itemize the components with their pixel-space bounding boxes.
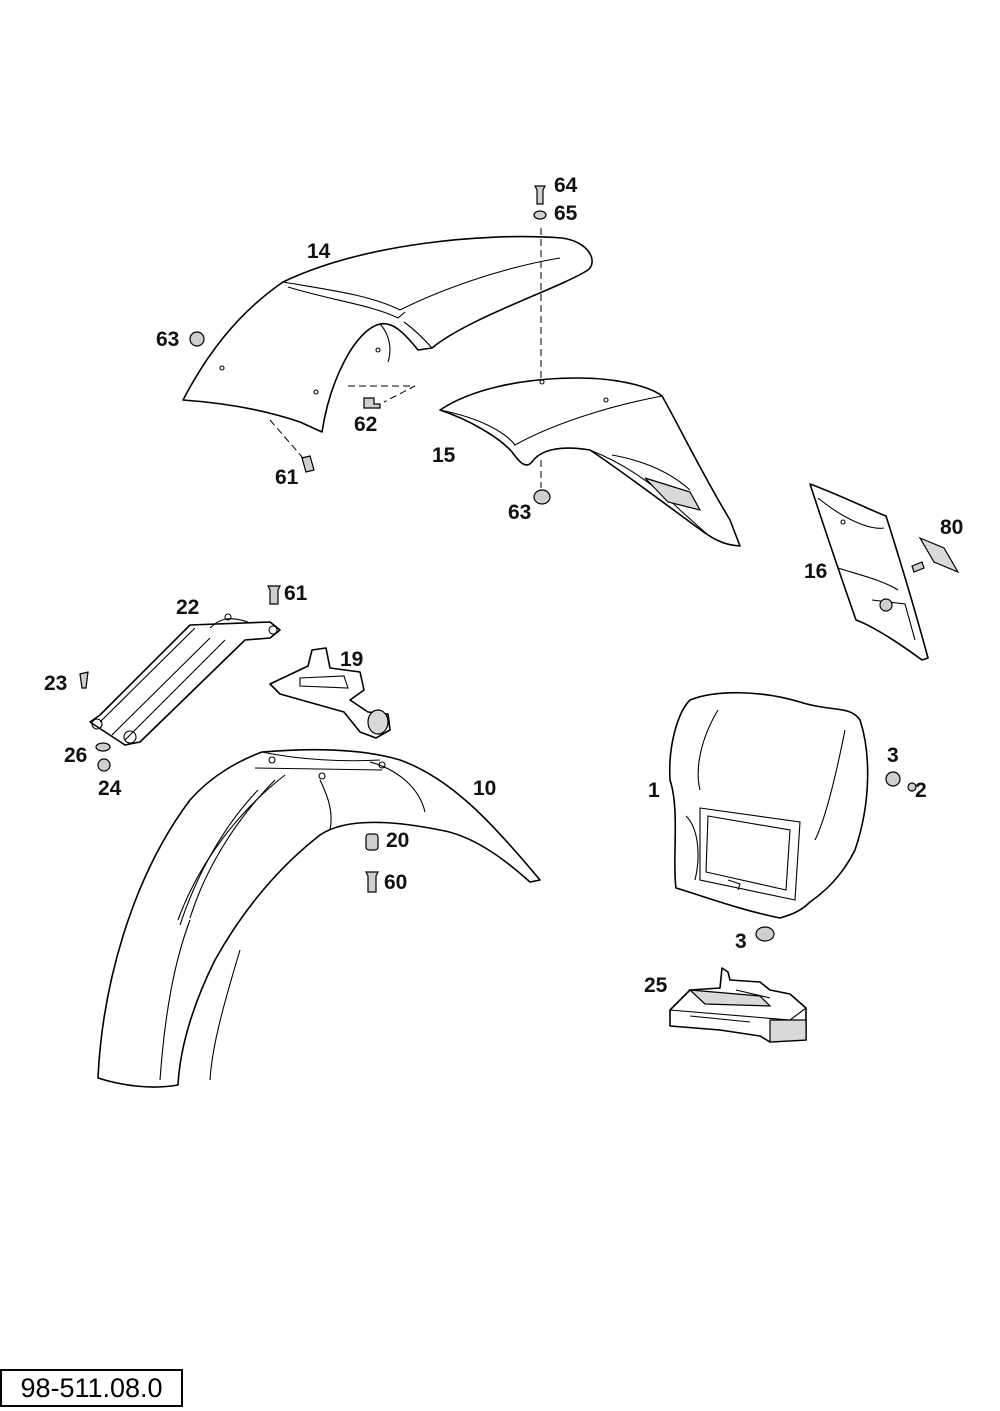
screw-61-lower <box>267 585 281 605</box>
hardware-20-60 <box>365 833 379 893</box>
callout-23: 23 <box>44 672 67 695</box>
callout-61-upper: 61 <box>275 466 299 489</box>
grommet-3-lower <box>755 926 775 942</box>
washer-2 <box>907 782 917 792</box>
bracket-80 <box>918 536 960 574</box>
headlight-unit-part-25 <box>669 967 807 1043</box>
callout-22: 22 <box>176 596 199 619</box>
callout-1: 1 <box>648 779 660 802</box>
callout-2: 2 <box>915 779 927 802</box>
screw-60 <box>365 871 379 893</box>
callout-63-upper: 63 <box>156 328 179 351</box>
callout-20: 20 <box>386 829 409 852</box>
callout-16: 16 <box>804 560 827 583</box>
hardware-3-2 <box>755 771 917 942</box>
assembly-guide-lines <box>269 228 542 488</box>
callout-26: 26 <box>64 744 87 767</box>
front-mudguard-part-10 <box>97 748 541 1088</box>
callout-63-lower: 63 <box>508 501 531 524</box>
callout-61-lower: 61 <box>284 582 308 605</box>
callout-24: 24 <box>98 777 122 800</box>
nut-24 <box>97 758 111 772</box>
callout-65: 65 <box>554 202 578 225</box>
diagram-reference-number: 98-511.08.0 <box>0 1369 183 1407</box>
bracket-part-19 <box>269 647 391 739</box>
callout-3-lower: 3 <box>735 930 747 953</box>
nut-20 <box>365 833 379 851</box>
washer-65 <box>533 210 547 220</box>
front-fender-part-15 <box>439 377 741 547</box>
callout-19: 19 <box>340 648 363 671</box>
headlight-mask-part-1 <box>668 691 869 919</box>
callout-62: 62 <box>354 413 377 436</box>
screw-64 <box>534 185 546 205</box>
callout-14: 14 <box>307 240 331 263</box>
rear-fender-part-14 <box>182 235 593 433</box>
callout-3-upper: 3 <box>887 744 899 767</box>
washer-26 <box>95 742 111 752</box>
grommet-3-upper <box>885 771 901 787</box>
callout-80: 80 <box>940 516 963 539</box>
callout-64: 64 <box>554 174 578 197</box>
screw-61-upper <box>301 455 315 473</box>
hardware-top <box>189 185 551 505</box>
callout-labels: 64 65 14 63 62 61 15 63 80 16 22 61 19 2… <box>44 174 963 997</box>
fender-stays-part-22 <box>89 613 281 746</box>
callout-15: 15 <box>432 444 456 467</box>
nut-63-lower <box>533 489 551 505</box>
callout-10: 10 <box>473 777 496 800</box>
nut-63-upper <box>189 331 205 347</box>
hardware-middle <box>79 585 281 772</box>
clip-23 <box>79 671 89 689</box>
callout-60: 60 <box>384 871 407 894</box>
callout-25: 25 <box>644 974 668 997</box>
screw-62 <box>363 397 381 409</box>
number-plate-part-16 <box>809 483 960 661</box>
